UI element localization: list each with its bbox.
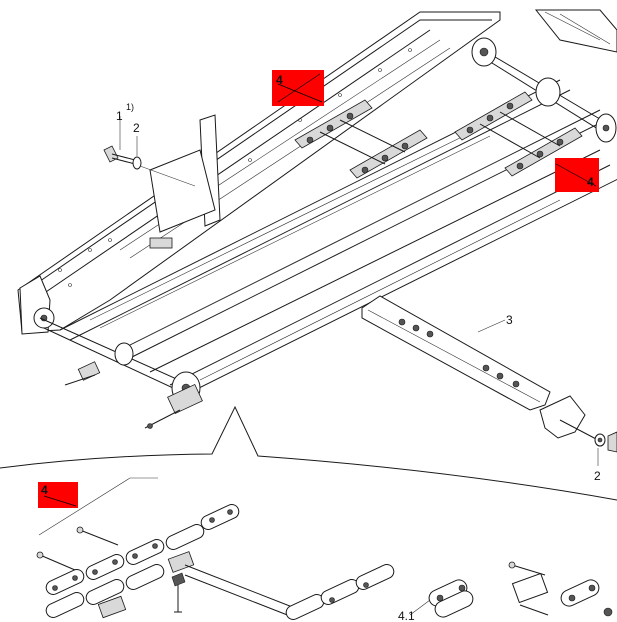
detail-chain-links-left [45, 504, 240, 618]
tag-4-top-center[interactable]: 4 [272, 70, 324, 106]
callout-item-2-top: 2 [133, 121, 140, 135]
bolt-item-1 [103, 116, 136, 165]
strip-holes [398, 318, 520, 388]
callout-item-3: 3 [506, 313, 513, 327]
detail-chain-links-right [285, 564, 395, 620]
tag-4-right-label: 4 [587, 175, 594, 189]
front-brackets [64, 361, 203, 429]
tag-4-top-center-label: 4 [276, 73, 283, 87]
detail-chain-assembly [36, 504, 395, 620]
detail-right-parts [508, 561, 613, 617]
strip-item-3 [361, 295, 599, 441]
callout-note-1: 1) [126, 102, 134, 112]
tag-4-detail[interactable]: 4 [38, 482, 78, 508]
washer-item-2-lower [594, 431, 617, 466]
top-right-housing [534, 9, 617, 53]
tag-4-right[interactable]: 4 [555, 158, 599, 192]
callout-item-2-bottom: 2 [594, 469, 601, 483]
detail-connecting-link-4-1 [409, 579, 474, 618]
callout-item-1: 1 [116, 109, 123, 123]
front-shaft [39, 317, 201, 405]
conveyor-side-frame [17, 11, 501, 335]
washer-item-2 [132, 136, 196, 187]
chain-assembly-left [294, 99, 428, 179]
frame-holes [58, 48, 412, 287]
rear-shaft [471, 37, 617, 143]
chain-assembly-right [454, 91, 583, 177]
callout-item-4-1: 4.1 [398, 609, 415, 622]
detail-zoom-outline [0, 405, 617, 536]
tag-4-detail-label: 4 [41, 483, 48, 497]
